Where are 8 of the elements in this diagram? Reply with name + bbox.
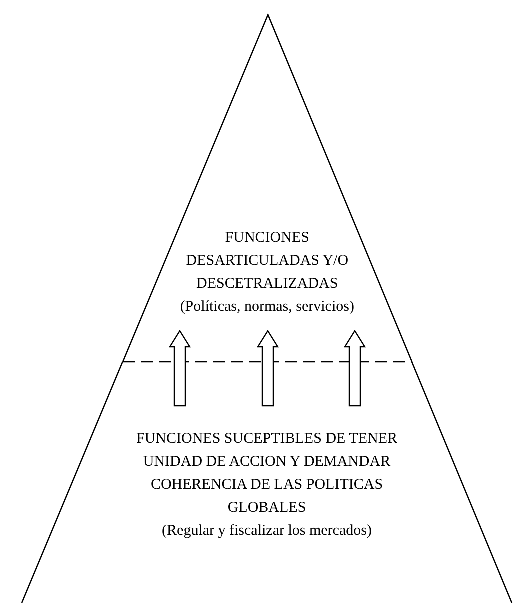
section-heading: FUNCIONES SUCEPTIBLES DE TENER UNIDAD DE ACCION Y DEMANDAR COHERENCIA DE LAS POLITICAS GLOBALES bbox=[136, 430, 398, 518]
section-note: (Políticas, normas, servicios) bbox=[179, 298, 356, 317]
hollow-arrow bbox=[168, 330, 192, 407]
section-note: (Regular y fiscalizar los mercados) bbox=[161, 522, 373, 541]
section-heading: FUNCIONES DESARTICULADAS Y/O DESCETRALIZADAS bbox=[185, 229, 350, 294]
hollow-arrow bbox=[256, 330, 280, 407]
hollow-arrow bbox=[344, 330, 366, 407]
lower-trapezoid-section bbox=[22, 362, 512, 603]
